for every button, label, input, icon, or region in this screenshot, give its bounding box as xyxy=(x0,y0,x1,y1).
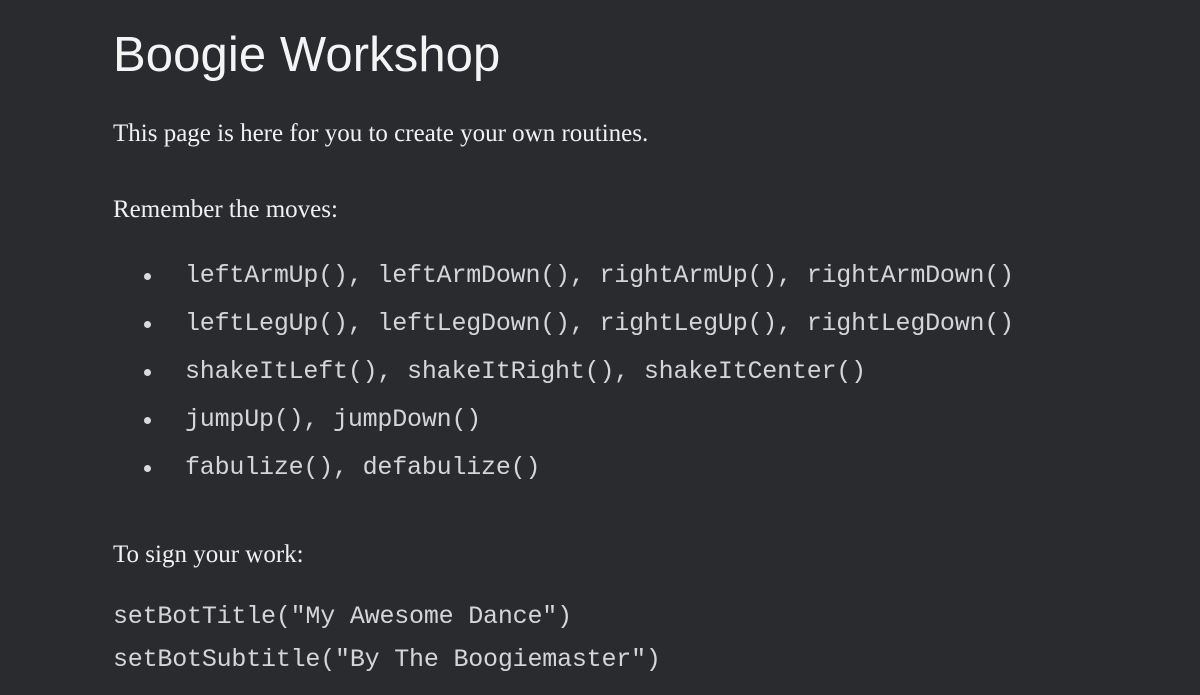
code-line-set-bot-subtitle: setBotSubtitle("By The Boogiemaster") xyxy=(113,644,661,674)
list-item: jumpUp(), jumpDown() xyxy=(113,396,1133,444)
list-item: fabulize(), defabulize() xyxy=(113,444,1133,492)
list-item: leftArmUp(), leftArmDown(), rightArmUp()… xyxy=(113,252,1133,300)
intro-paragraph: This page is here for you to create your… xyxy=(113,120,649,147)
list-item: leftLegUp(), leftLegDown(), rightLegUp()… xyxy=(113,300,1133,348)
signature-heading: To sign your work: xyxy=(113,540,304,568)
moves-heading: Remember the moves: xyxy=(113,196,338,224)
code-line-set-bot-title: setBotTitle("My Awesome Dance") xyxy=(113,601,572,631)
list-item: shakeItLeft(), shakeItRight(), shakeItCe… xyxy=(113,348,1133,396)
content-column: Boogie Workshop This page is here for yo… xyxy=(113,0,1133,681)
page-title: Boogie Workshop xyxy=(113,28,501,82)
moves-list: leftArmUp(), leftArmDown(), rightArmUp()… xyxy=(113,226,1133,492)
signature-code-block: setBotTitle("My Awesome Dance") setBotSu… xyxy=(113,570,1133,681)
